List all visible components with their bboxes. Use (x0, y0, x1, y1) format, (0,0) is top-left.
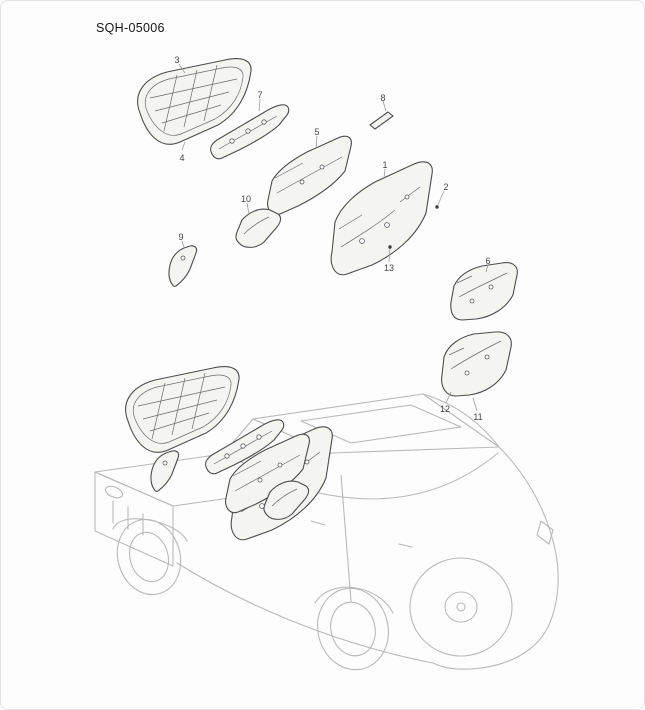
callout-label-13: 13 (384, 263, 394, 273)
figure-code: SQH-05006 (96, 21, 165, 35)
callout-label-9: 9 (178, 232, 183, 242)
part-tunnel-insulator-upper (450, 262, 518, 321)
callout-label-5: 5 (314, 127, 319, 137)
part-cover-pad (235, 208, 282, 248)
installed-parts-overlay (125, 366, 333, 541)
part-strip-pad (369, 111, 394, 130)
leader-lines (178, 63, 489, 412)
callout-label-11: 11 (473, 412, 482, 422)
callout-label-12: 12 (440, 404, 450, 414)
callout-label-1: 1 (382, 160, 387, 170)
part-dash-insulator-upper (267, 135, 352, 216)
part-tunnel-insulator-lower (441, 331, 512, 397)
callout-labels: 1 2 3 4 5 6 7 8 9 10 11 12 13 (174, 55, 490, 422)
callout-label-4: 4 (179, 153, 184, 163)
callout-dot-13 (388, 245, 392, 249)
callout-label-2: 2 (443, 182, 448, 192)
callout-label-6: 6 (485, 256, 490, 266)
part-dash-panel-insulator-main (330, 161, 433, 276)
callout-label-8: 8 (380, 93, 385, 103)
callout-dot-2 (435, 205, 439, 209)
part-hood-insulator-pad (137, 58, 252, 145)
part-cowl-insulator (210, 104, 290, 160)
vehicle-outline (94, 393, 559, 671)
part-bracket (168, 245, 198, 287)
callout-label-7: 7 (257, 90, 262, 100)
callout-label-3: 3 (174, 55, 179, 65)
callout-label-10: 10 (241, 194, 251, 204)
